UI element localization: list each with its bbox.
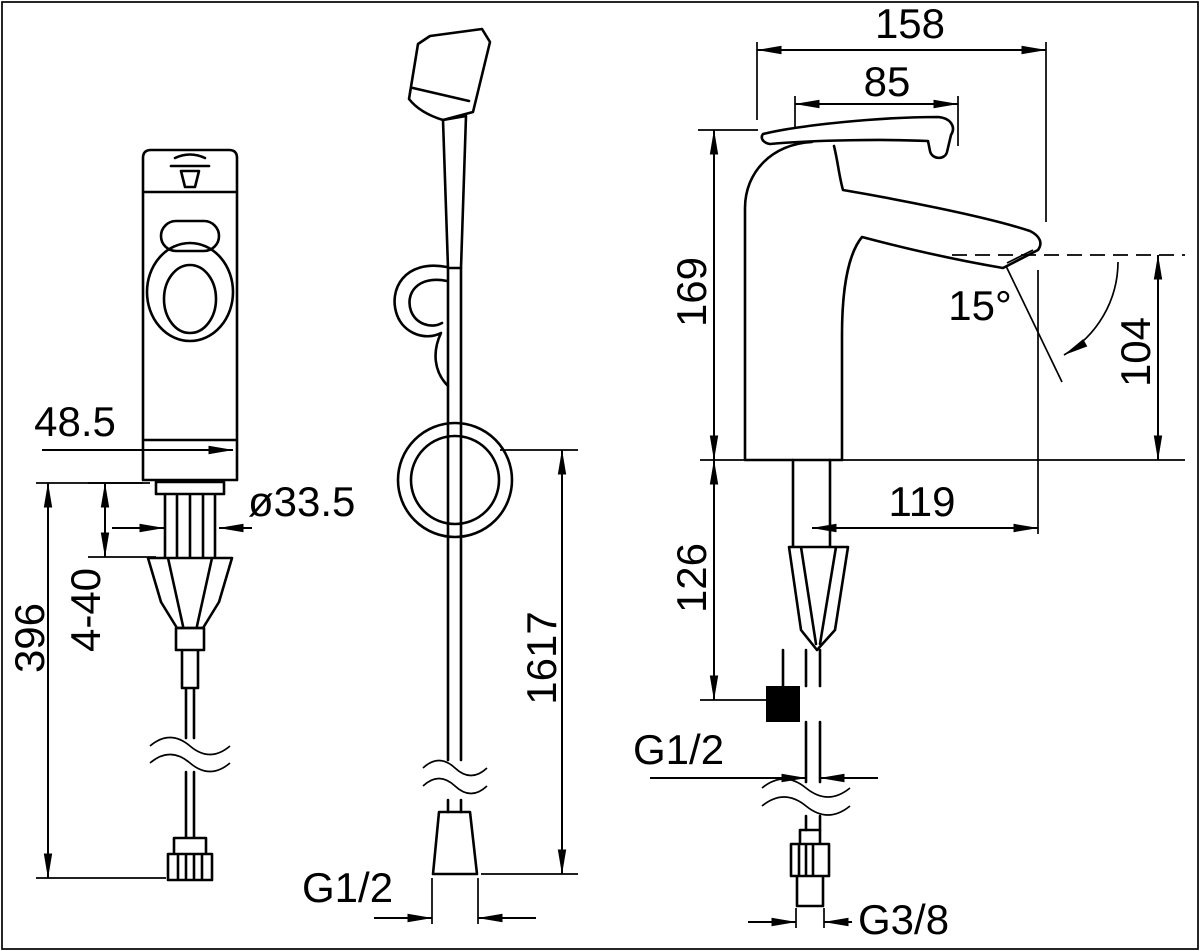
spout-angle-arc — [1063, 261, 1119, 356]
side-view-dimensions: 158 85 169 15° 104 119 126 G1/2 G3/8 — [633, 0, 1163, 943]
extension-lines-total-depth — [756, 42, 1047, 222]
hand-shower-dimensions: 1617 G1/2 — [302, 449, 578, 924]
dim-label-shower-hose-thread: G1/2 — [633, 726, 724, 773]
dim-label-clamping-range: 4-40 — [62, 568, 109, 652]
dim-label-supply-thread: G3/8 — [858, 896, 949, 943]
dim-label-hose-length-shower: 1617 — [518, 611, 565, 704]
dim-label-underdeck-depth: 126 — [668, 543, 715, 613]
dim-label-spout-reach: 119 — [889, 478, 956, 525]
wall-ring-outer — [396, 421, 514, 539]
shower-head — [407, 27, 492, 122]
extension-lines-hose-shower — [481, 449, 578, 875]
dim-label-outlet-height: 104 — [1112, 317, 1159, 387]
mounting-cone-front — [146, 556, 234, 630]
hose-break-symbol-front — [149, 736, 231, 773]
handle-outer-ring — [145, 241, 235, 343]
shower-handle — [441, 114, 468, 270]
extension-lines-hose-front — [36, 482, 166, 879]
extension-lines-supply-thread — [795, 908, 825, 928]
shank-assembly-front — [154, 480, 226, 559]
dim-label-width: 48.5 — [34, 398, 116, 445]
shower-hose — [446, 266, 463, 814]
extension-lines-clamping — [88, 482, 156, 558]
dim-label-lever-length: 85 — [864, 58, 911, 105]
side-view — [700, 115, 1185, 908]
dim-label-hose-length-front: 396 — [6, 603, 53, 673]
dim-label-hose-thread: G1/2 — [302, 864, 393, 911]
check-valve — [766, 686, 800, 722]
handle-inner-ring — [162, 263, 218, 335]
shower-hook-bracket — [393, 264, 450, 388]
handle-knob-front — [159, 219, 221, 253]
lever-handle-side — [760, 115, 955, 160]
lower-fittings-front — [166, 626, 214, 882]
hose-break-symbol-side — [761, 778, 851, 816]
supply-connector — [789, 828, 831, 908]
dim-label-spout-angle: 15° — [948, 282, 1012, 329]
extension-lines-hose-thread — [431, 878, 479, 924]
hose-cone-fitting — [431, 810, 479, 876]
dim-label-shank-diameter: ø33.5 — [248, 478, 355, 525]
hose-break-symbol-shower — [422, 759, 488, 795]
below-deck-assembly-side — [781, 458, 850, 832]
top-cap-detail — [169, 153, 211, 189]
front-view — [141, 148, 239, 882]
faucet-body-front — [141, 148, 239, 482]
dim-label-body-height: 169 — [668, 257, 715, 327]
wall-ring-inner — [409, 434, 501, 526]
extension-lines-lever-length — [794, 96, 959, 146]
aerator-outlet-detail — [1006, 249, 1034, 264]
front-view-dimensions: 48.5 ø33.5 4-40 396 — [6, 398, 355, 879]
hand-shower-view — [393, 27, 514, 876]
spout-angle-line — [1005, 265, 1063, 383]
dim-label-total-depth: 158 — [875, 0, 945, 47]
